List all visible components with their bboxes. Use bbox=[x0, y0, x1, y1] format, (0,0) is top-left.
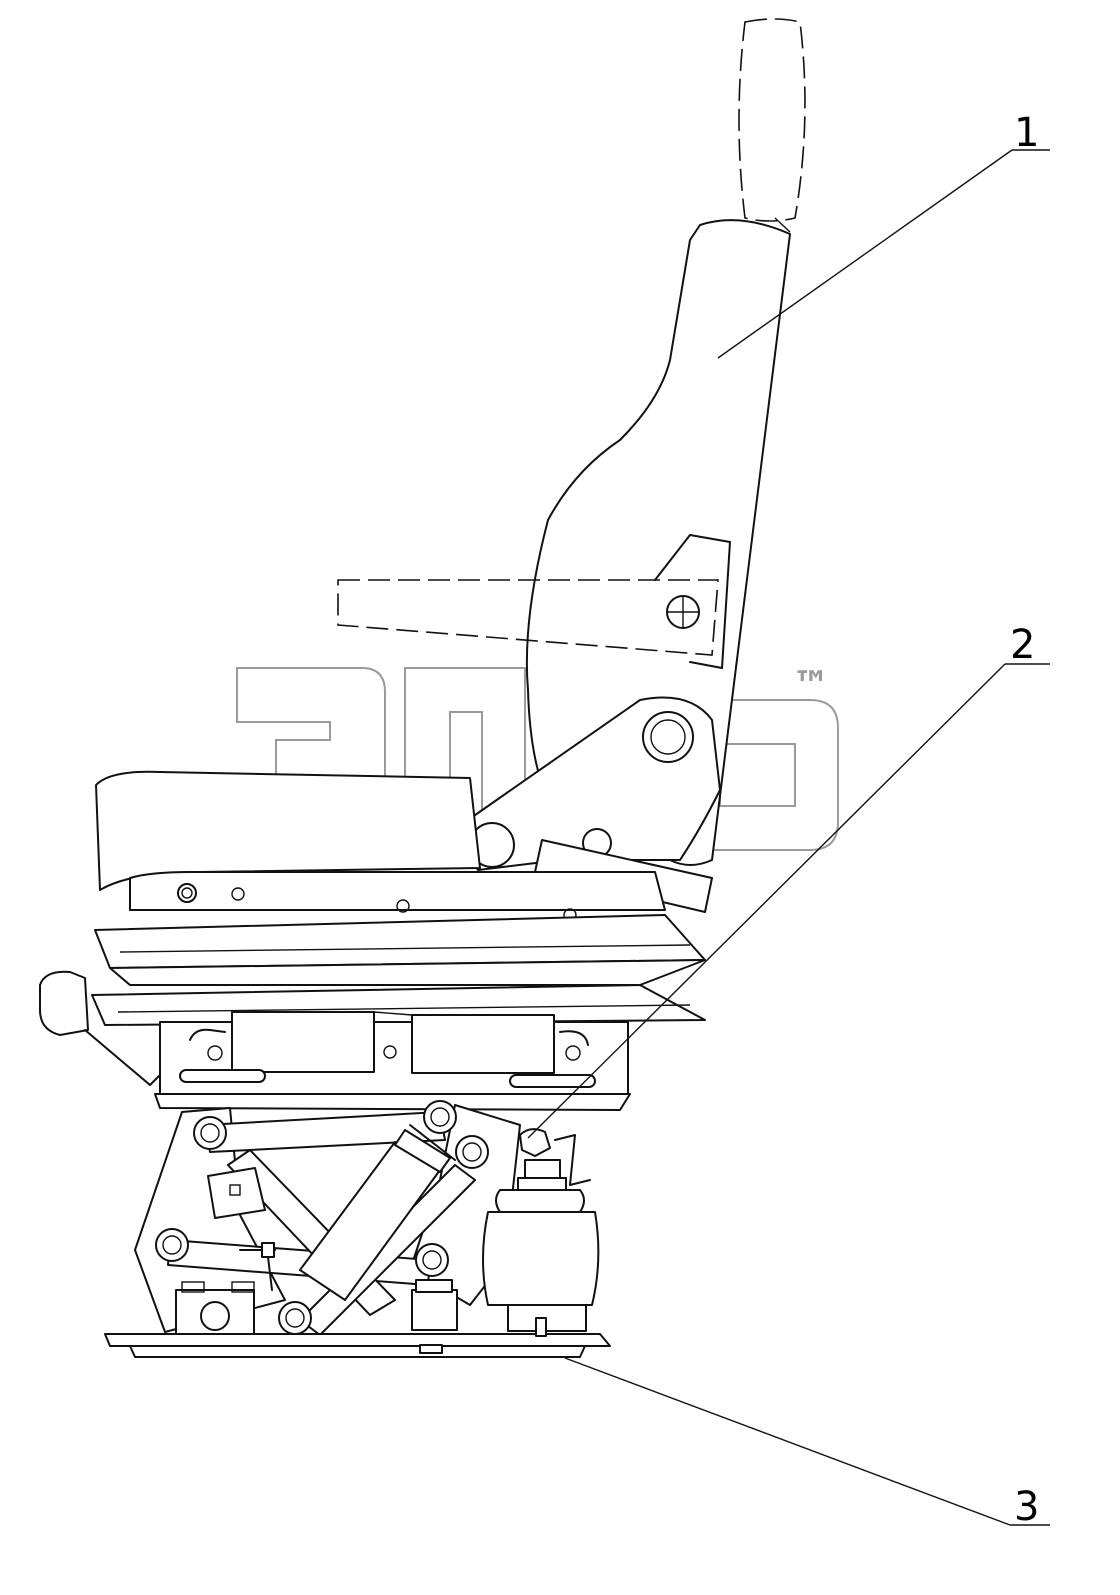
slide-rails bbox=[154, 1011, 631, 1111]
base-plate bbox=[104, 1281, 611, 1358]
callout-number-2: 2 bbox=[1010, 622, 1035, 668]
callout-2: 2 bbox=[527, 622, 1050, 1139]
seat-cushion bbox=[95, 770, 666, 922]
scissor-mechanism bbox=[134, 1100, 521, 1336]
callout-3: 3 bbox=[564, 1357, 1050, 1530]
trademark-symbol: ™ bbox=[792, 663, 830, 707]
backrest bbox=[337, 219, 791, 913]
callout-number-3: 3 bbox=[1014, 1484, 1039, 1530]
air-valve bbox=[517, 1128, 591, 1191]
air-spring bbox=[411, 1189, 600, 1332]
callout-1: 1 bbox=[717, 110, 1050, 359]
callout-number-1: 1 bbox=[1014, 110, 1039, 156]
headrest-outline bbox=[738, 18, 806, 233]
